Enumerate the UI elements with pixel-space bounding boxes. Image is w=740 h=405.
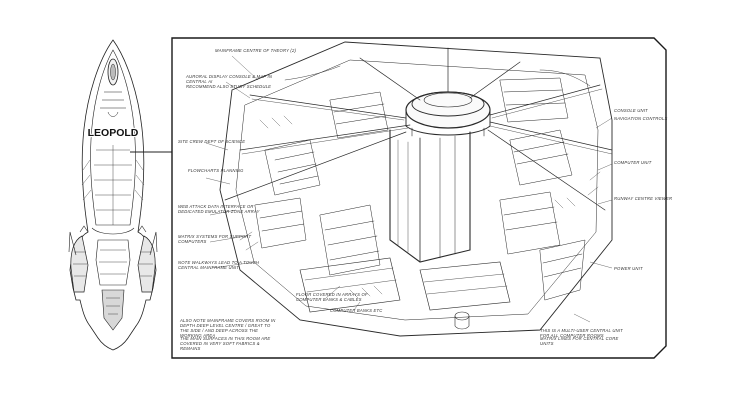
annotation-power-unit: POWER UNIT xyxy=(614,266,643,271)
annotation-line: ALSO NOTE MAINFRAME COVERS ROOM IN xyxy=(179,318,276,323)
annotations: MAINFRAME CENTRE OF THEORY (2) AURORAL D… xyxy=(178,48,672,351)
annotation-line: AURORAL DISPLAY CONSOLE & MAP IN xyxy=(185,74,273,79)
annotation-line: THE MAIN SURFACES IN THIS ROOM ARE xyxy=(180,336,270,341)
annotation-line: COMPUTERS xyxy=(178,239,207,244)
annotation-line: DEDICATED EMULATOR ZONE ARRAY xyxy=(178,209,261,214)
computer-room-sketch xyxy=(219,41,613,337)
annotation-site-crew: SITE CREW DEPT OF SCIENCE xyxy=(178,139,245,144)
annotation-line: NOTE WALKWAYS LEAD TO A TOUCH xyxy=(178,260,260,265)
annotation-runway-viewer: RUNWAY CENTRE VIEWER xyxy=(614,196,672,201)
annotation-line: FOR ALL COMPUTER ROOMS xyxy=(540,333,604,338)
annotation-line: MATRIX LINES FOR CENTRAL CORE xyxy=(540,336,618,341)
annotation-line: CENTRAL MAINFRAME UNIT xyxy=(178,265,239,270)
annotation-computer-banks: COMPUTER BANKS ETC xyxy=(330,308,383,313)
annotation-line: WORKING AREA xyxy=(180,333,215,338)
annotation-line: CENTRAL AI xyxy=(186,79,213,84)
detail-panel xyxy=(171,37,667,359)
annotation-computer-unit: COMPUTER UNIT xyxy=(614,160,652,165)
annotation-line: DEPTH DEEP LEVEL CENTRE / GREAT TO xyxy=(180,323,271,328)
annotation-mainframe: MAINFRAME CENTRE OF THEORY (2) xyxy=(215,48,296,53)
annotation-console-unit: CONSOLE UNIT xyxy=(614,108,648,113)
ship-name-label: LEOPOLD xyxy=(88,127,139,139)
annotation-flowcharts: FLOWCHARTS PLANNING xyxy=(188,168,244,173)
annotation-navigation: NAVIGATION CONTROLS xyxy=(614,116,668,121)
annotation-line: COMPUTER BANKS & CABLES xyxy=(296,297,362,302)
starship-plan-view xyxy=(68,39,158,351)
annotation-line: FLOOR COVERED IN ARRAYS OF xyxy=(296,292,368,297)
annotation-recommend: RECOMMEND ALSO STUDY SCHEDULE xyxy=(186,84,271,89)
annotation-line: THE SIDE / AND DEEP ACROSS THE xyxy=(180,328,258,333)
annotation-line: WEB ATTACK DATA INTERFACE OR xyxy=(178,204,254,209)
detail-panel-frame xyxy=(171,37,667,359)
annotation-line: THIS IS A MULTI-USER CENTRAL UNIT xyxy=(540,328,623,333)
annotation-line: REMAINS xyxy=(180,346,200,351)
annotation-line: UNITS xyxy=(540,341,554,346)
annotation-leaders xyxy=(205,55,613,323)
annotation-line: COVERED IN VERY SOFT FABRICS & xyxy=(180,341,260,346)
annotation-line: MATRIX SYSTEMS FOR SUPPORT xyxy=(178,234,251,239)
